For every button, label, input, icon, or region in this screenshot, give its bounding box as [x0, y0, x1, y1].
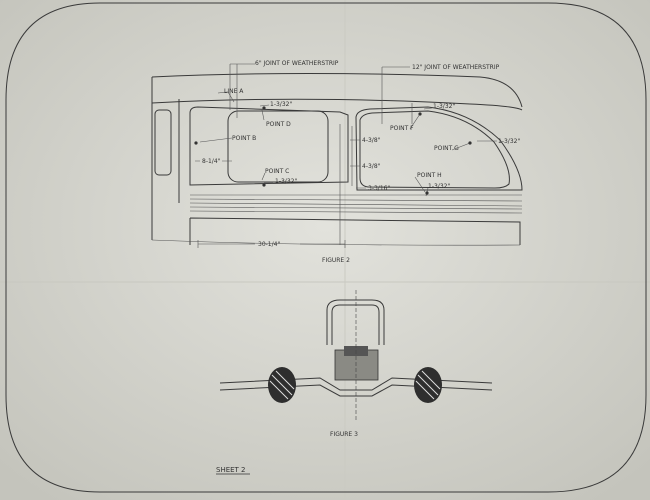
- figure-3-caption: FIGURE 3: [330, 431, 358, 438]
- marker-point-d: [262, 106, 266, 110]
- label-point-c: POINT C: [265, 168, 289, 175]
- label-point-d: POINT D: [266, 121, 291, 128]
- sheet-number: SHEET 2: [216, 466, 246, 474]
- figure-2-caption: FIGURE 2: [322, 257, 350, 264]
- label-point-h: POINT H: [417, 172, 442, 179]
- dim-4-3-8-upper: 4-3/8": [362, 137, 381, 144]
- figure-3-diagram: [219, 290, 493, 420]
- figure-2-diagram: [151, 63, 523, 248]
- dim-point-g: 1-3/32": [498, 138, 520, 145]
- sheet-border: [5, 2, 647, 493]
- marker-point-c: [262, 183, 266, 187]
- dim-point-c: 1-3/32": [275, 178, 297, 185]
- label-point-b: POINT B: [232, 135, 256, 142]
- dim-30-1-4: 30-1/4": [258, 241, 280, 248]
- label-line-a: LINE A: [224, 88, 244, 95]
- marker-point-g: [468, 141, 472, 145]
- dim-4-3-8-lower: 4-3/8": [362, 163, 381, 170]
- dim-point-f: 1-3/32": [433, 103, 455, 110]
- dim-point-d: 1-3/32": [270, 101, 292, 108]
- marker-point-b: [194, 141, 198, 145]
- label-joint-12: 12" JOINT OF WEATHERSTRIP: [412, 64, 500, 71]
- label-point-g: POINT G: [434, 145, 459, 152]
- label-point-f: POINT F: [390, 125, 414, 132]
- dim-3-3-16: 3-3/16": [368, 185, 390, 192]
- marker-point-h: [425, 191, 429, 195]
- dim-8-1-4: 8-1/4": [202, 158, 221, 165]
- label-joint-6: 6" JOINT OF WEATHERSTRIP: [255, 60, 339, 67]
- marker-point-f: [418, 112, 422, 116]
- dim-point-h: 1-3/32": [428, 183, 450, 190]
